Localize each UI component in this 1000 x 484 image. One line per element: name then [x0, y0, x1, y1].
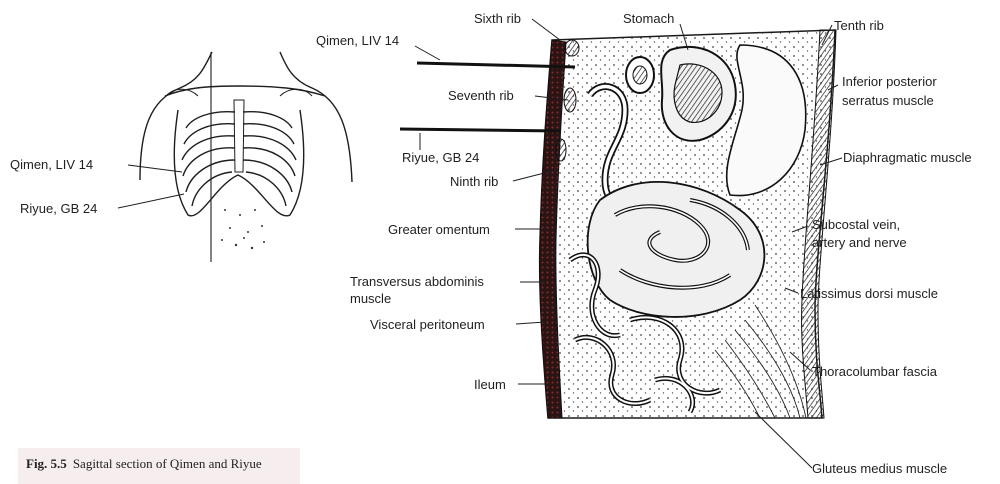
label-gluteus-medius: Gluteus medius muscle	[812, 461, 947, 476]
label-stomach: Stomach	[623, 11, 674, 26]
label-ileum: Ileum	[474, 377, 506, 392]
clavicles	[165, 86, 325, 96]
label-subcostal-line1: Subcostal vein,	[812, 217, 900, 232]
label-tenth-rib: Tenth rib	[834, 18, 884, 33]
label-ninth-rib: Ninth rib	[450, 174, 498, 189]
caption-number: Fig. 5.5	[26, 456, 67, 471]
label-riyue: Riyue, GB 24	[402, 150, 479, 165]
label-visceral-peritoneum: Visceral peritoneum	[370, 317, 485, 332]
label-sixth-rib: Sixth rib	[474, 11, 521, 26]
torso-right-outline	[280, 52, 352, 182]
label-latissimus-dorsi: Latissimus dorsi muscle	[800, 286, 938, 301]
riyue-needle	[400, 129, 560, 131]
label-inferior-posterior-line1: Inferior posterior	[842, 74, 937, 89]
label-transversus-line2: muscle	[350, 291, 391, 306]
label-inferior-posterior-line2: serratus muscle	[842, 93, 934, 108]
torso-label-qimen: Qimen, LIV 14	[10, 157, 93, 172]
label-qimen: Qimen, LIV 14	[316, 33, 399, 48]
label-diaphragmatic-muscle: Diaphragmatic muscle	[843, 150, 972, 165]
label-seventh-rib: Seventh rib	[448, 88, 514, 103]
torso-drawing	[140, 52, 352, 262]
sagittal-section	[540, 30, 836, 418]
figure-caption: Fig. 5.5 Sagittal section of Qimen and Ri…	[18, 448, 300, 484]
label-subcostal-line2: artery and nerve	[812, 235, 907, 250]
torso-label-riyue: Riyue, GB 24	[20, 201, 97, 216]
caption-text: Sagittal section of Qimen and Riyue	[73, 456, 262, 471]
label-transversus-line1: Transversus abdominis	[350, 274, 484, 289]
leader-torso-riyue	[118, 194, 184, 208]
label-thoracolumbar-fascia: Thoracolumbar fascia	[812, 364, 937, 379]
label-greater-omentum: Greater omentum	[388, 222, 490, 237]
